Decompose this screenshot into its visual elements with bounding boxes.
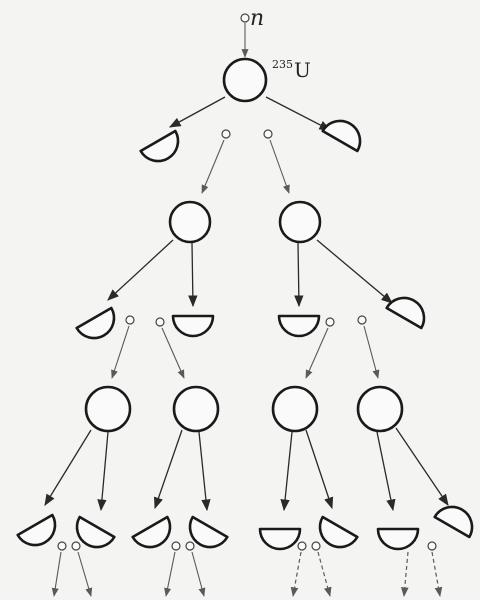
arrow-out-d2: [432, 552, 440, 596]
neutron-label: n: [250, 6, 264, 31]
arrow-l3-b2: [199, 432, 207, 510]
arrow-l2-b: [192, 243, 193, 306]
neutron-l3-a2: [72, 542, 80, 550]
arrow-out-d1: [404, 552, 408, 596]
arrow-l3-d2: [396, 428, 448, 505]
fragment-l1-right: [323, 114, 368, 151]
arrow-neutron-l2-d: [364, 326, 378, 378]
arrow-l2-d: [317, 240, 392, 303]
nucleus-l2-left: [170, 202, 210, 242]
nucleus-l3-d: [358, 387, 402, 431]
arrow-out-c1: [293, 552, 301, 596]
fragment-l3-b1: [133, 517, 178, 554]
arrow-neutron-l2-c: [306, 328, 328, 378]
neutron-l1-right: [264, 130, 272, 138]
shapes-layer: [18, 14, 480, 554]
neutron-l2-d: [358, 316, 366, 324]
nucleus-l3-a: [86, 387, 130, 431]
arrow-out-b2: [192, 552, 204, 596]
nucleus-l2-right: [280, 202, 320, 242]
neutron-l3-c1: [298, 542, 306, 550]
arrow-l3-a2: [101, 432, 108, 510]
arrow-l2-c: [298, 243, 299, 306]
neutron-l3-d1: [428, 542, 436, 550]
neutron-l2-c: [326, 318, 334, 326]
arrow-l3-c1: [284, 432, 292, 510]
fragment-l3-d1: [378, 529, 418, 549]
uranium-symbol: U: [294, 58, 311, 82]
arrow-l2-a: [108, 240, 173, 300]
neutron-l3-a1: [58, 542, 66, 550]
incoming-neutron: [241, 14, 249, 22]
uranium-label: 235U: [272, 58, 311, 82]
arrow-l3-b1: [155, 430, 182, 508]
fragment-l2-a: [77, 308, 122, 345]
neutron-l2-b: [156, 318, 164, 326]
arrow-neutron-l1-left: [202, 140, 224, 193]
arrow-neutron-l2-a: [112, 326, 129, 378]
arrow-out-c2: [318, 552, 330, 596]
arrow-neutron-l1-right: [270, 140, 289, 193]
arrow-out-b1: [166, 552, 175, 596]
arrow-out-a2: [78, 552, 91, 596]
nucleus-l3-b: [174, 387, 218, 431]
arrow-l3-c2: [306, 430, 332, 508]
nucleus-l3-c: [273, 387, 317, 431]
neutron-l2-a: [126, 316, 134, 324]
arrow-l3-d1: [377, 432, 393, 510]
arrow-l1-right-fragment: [266, 97, 330, 130]
fragment-l1-left: [141, 131, 186, 168]
uranium-mass-number: 235: [272, 58, 293, 71]
arrow-l1-left-fragment: [170, 97, 225, 127]
neutron-l1-left: [222, 130, 230, 138]
fragment-l2-c: [279, 316, 319, 336]
fragment-l3-d2: [435, 500, 480, 537]
fragment-l3-a1: [18, 515, 63, 552]
neutron-l3-b2: [186, 542, 194, 550]
uranium-nucleus: [224, 59, 266, 101]
fragment-l2-d: [387, 291, 432, 328]
arrow-neutron-l2-b: [162, 328, 184, 378]
arrow-out-a1: [54, 552, 61, 596]
arrow-l3-a1: [45, 430, 91, 505]
neutron-l3-c2: [312, 542, 320, 550]
fragment-l2-b: [173, 316, 213, 336]
neutron-l3-b1: [172, 542, 180, 550]
fragment-l3-c1: [260, 529, 300, 549]
